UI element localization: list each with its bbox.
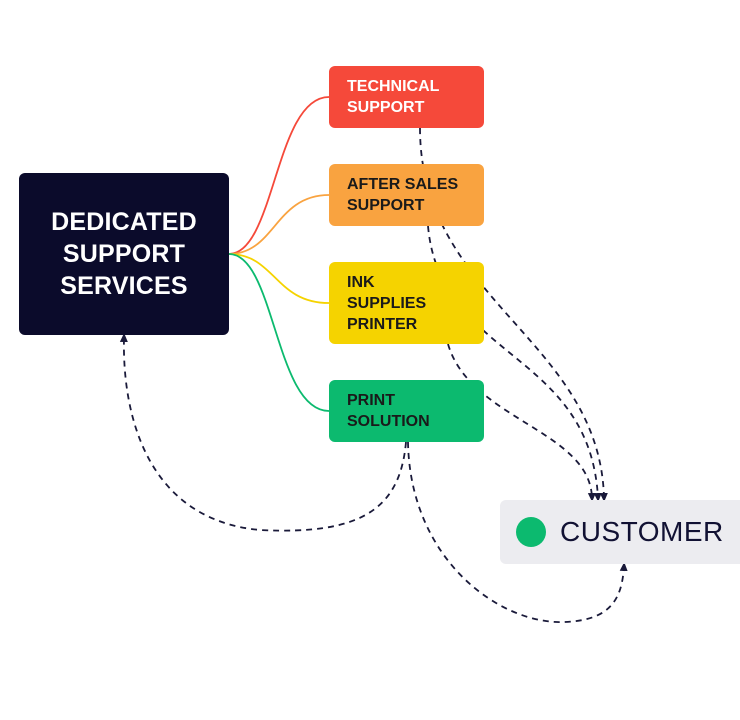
ink-supplies-printer-node: INK SUPPLIES PRINTER bbox=[329, 262, 484, 344]
customer-label: CUSTOMER bbox=[560, 516, 724, 547]
branch-label: PRINT SOLUTION bbox=[347, 392, 430, 430]
dashed-arrow-technical-to-customer bbox=[419, 127, 608, 502]
customer-node: CUSTOMER bbox=[500, 500, 740, 564]
dashed-arrow-print-to-customer bbox=[407, 441, 628, 623]
connector-print-solution bbox=[228, 253, 330, 412]
dedicated-support-services-node: DEDICATED SUPPORT SERVICES bbox=[19, 173, 229, 335]
dashed-arrow-print-to-hub bbox=[119, 333, 407, 532]
dashed-arrow-ink-to-customer bbox=[447, 343, 596, 502]
after-sales-support-node: AFTER SALES SUPPORT bbox=[329, 164, 484, 226]
connector-after-sales-support bbox=[228, 194, 330, 255]
branch-label: TECHNICAL SUPPORT bbox=[347, 78, 440, 116]
print-solution-node: PRINT SOLUTION bbox=[329, 380, 484, 442]
connector-technical-support bbox=[228, 96, 330, 255]
branch-label: INK SUPPLIES PRINTER bbox=[347, 273, 427, 333]
connector-ink-supplies-printer bbox=[228, 253, 330, 304]
customer-status-dot-icon bbox=[516, 517, 546, 547]
technical-support-node: TECHNICAL SUPPORT bbox=[329, 66, 484, 128]
hub-label: DEDICATED SUPPORT SERVICES bbox=[51, 208, 197, 300]
branch-label: AFTER SALES SUPPORT bbox=[347, 176, 459, 214]
